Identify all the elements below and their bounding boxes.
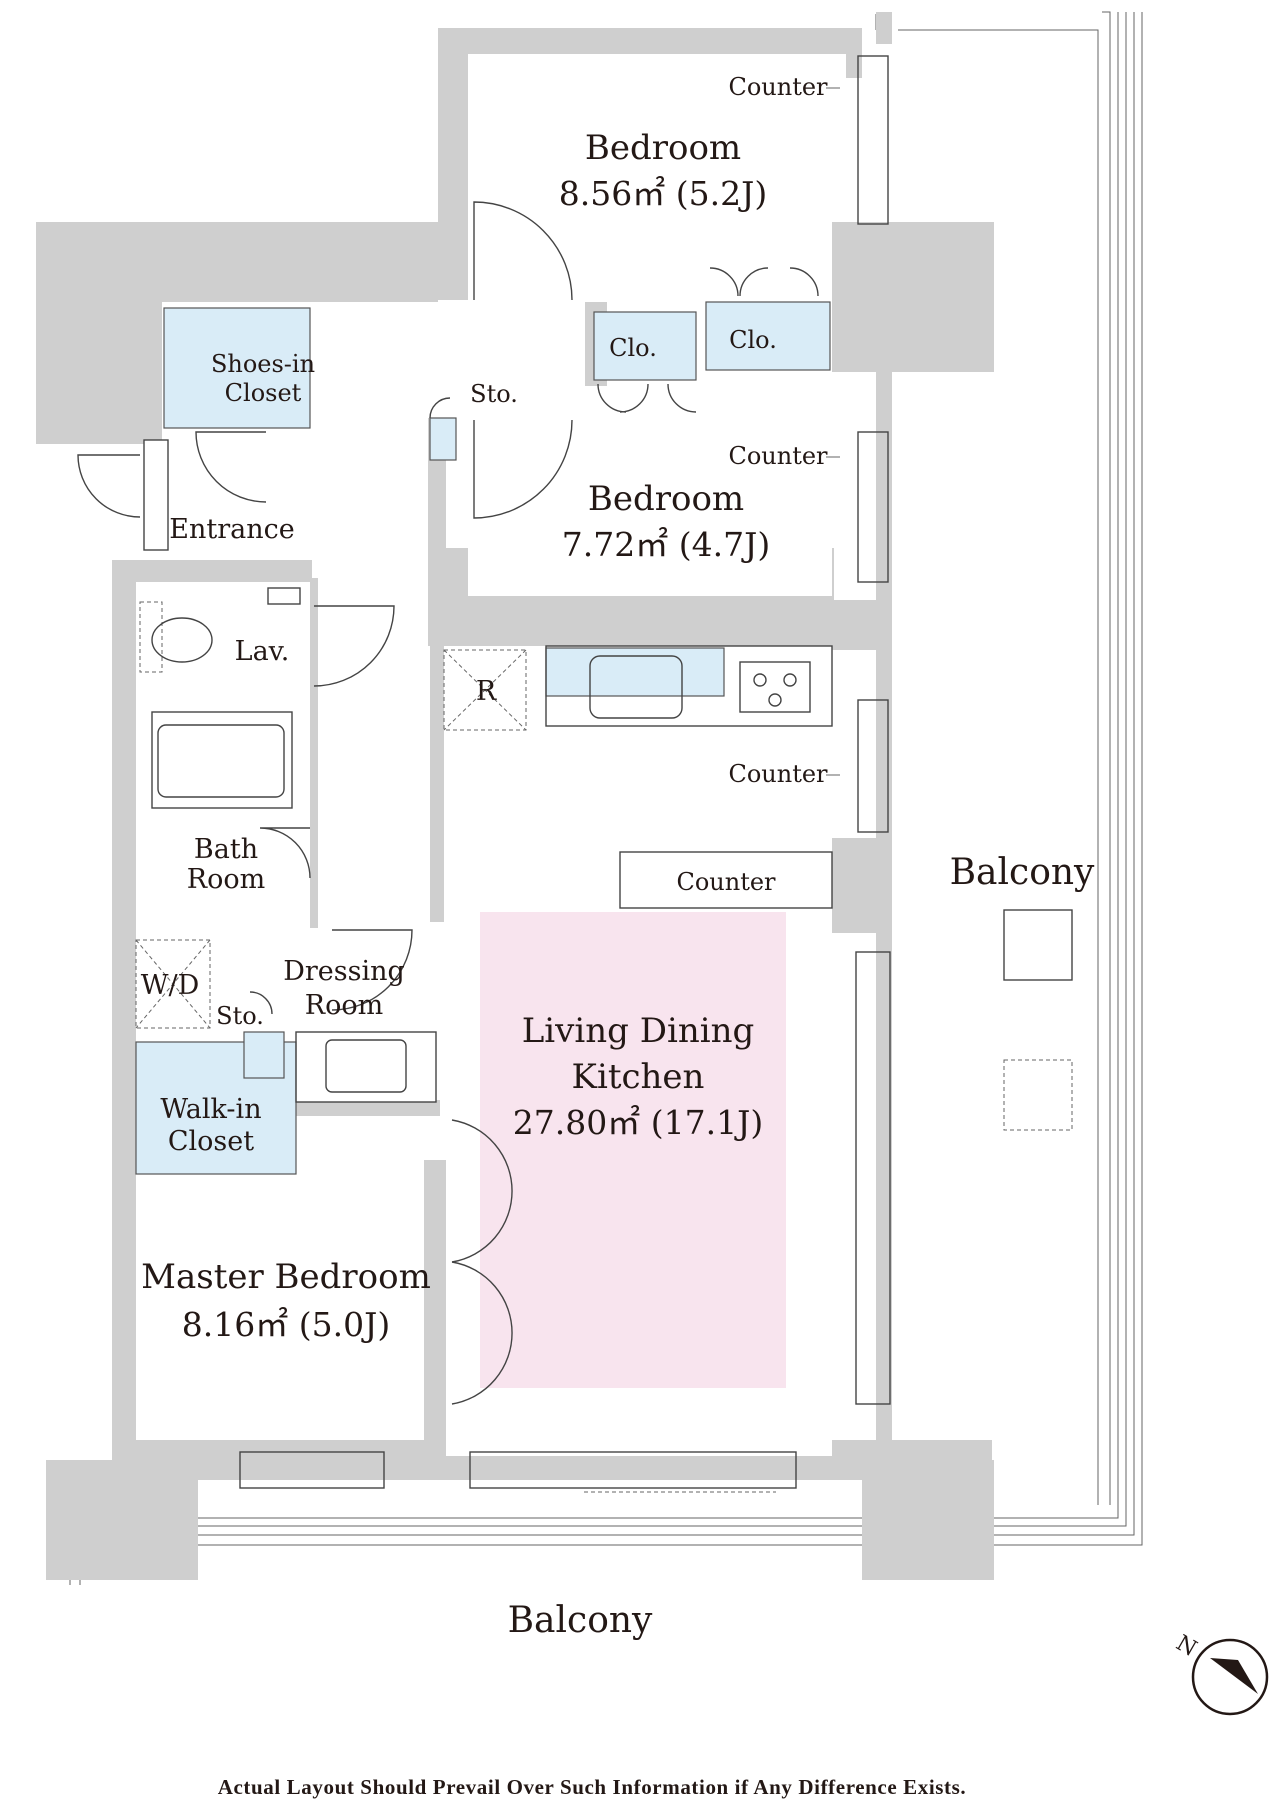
balcony-label-bottom: Balcony [508,1600,653,1641]
closet-label-1: Clo. [609,334,657,362]
sto-label-hall: Sto. [470,380,518,408]
compass-icon: N [1172,1631,1269,1716]
dashed-markings [135,601,1073,1493]
master-bedroom-name: Master Bedroom [141,1257,431,1297]
walkin-closet-label-1: Walk-in [160,1094,261,1125]
ldk-area: 27.80㎡ (17.1J) [513,1103,763,1142]
bedroom2-area: 7.72㎡ (4.7J) [562,525,770,564]
compass-north-label: N [1172,1631,1201,1662]
entrance-label: Entrance [169,514,294,545]
fixtures [151,587,1073,1103]
shoes-closet-label-1: Shoes-in [211,350,315,378]
dressing-room-label-2: Room [305,990,383,1021]
footer-disclaimer: Actual Layout Should Prevail Over Such I… [218,1775,967,1799]
counter-label-2: Counter [728,442,828,470]
bath-room-label-1: Bath [194,834,258,865]
counter-label-1: Counter [728,73,828,101]
bedroom1-name: Bedroom [585,128,741,168]
counter-label-4: Counter [676,868,776,896]
closets [135,301,831,1175]
bath-room-label-2: Room [187,864,265,895]
ldk-highlight [480,912,786,1388]
closet-label-2: Clo. [729,326,777,354]
ldk-name-line1: Living Dining [522,1011,755,1051]
walkin-closet-label-2: Closet [168,1126,254,1157]
shoes-closet-label-2: Closet [225,379,302,407]
balcony-label-right: Balcony [950,852,1095,893]
refrigerator-label: R [476,676,497,707]
master-bedroom-area: 8.16㎡ (5.0J) [182,1305,390,1344]
counter-label-3: Counter [728,760,828,788]
bedroom2-name: Bedroom [588,479,744,519]
windows [143,55,891,1489]
bedroom1-area: 8.56㎡ (5.2J) [559,174,767,213]
balcony-outline [62,11,1143,1585]
lav-label: Lav. [235,636,290,667]
dressing-room-label-1: Dressing [283,956,405,987]
doors [77,201,819,1405]
counter-leader-lines [826,87,840,776]
wd-label: W/D [141,970,200,1001]
ldk-name-line2: Kitchen [572,1057,705,1097]
sto-label-dressing: Sto. [216,1002,264,1030]
